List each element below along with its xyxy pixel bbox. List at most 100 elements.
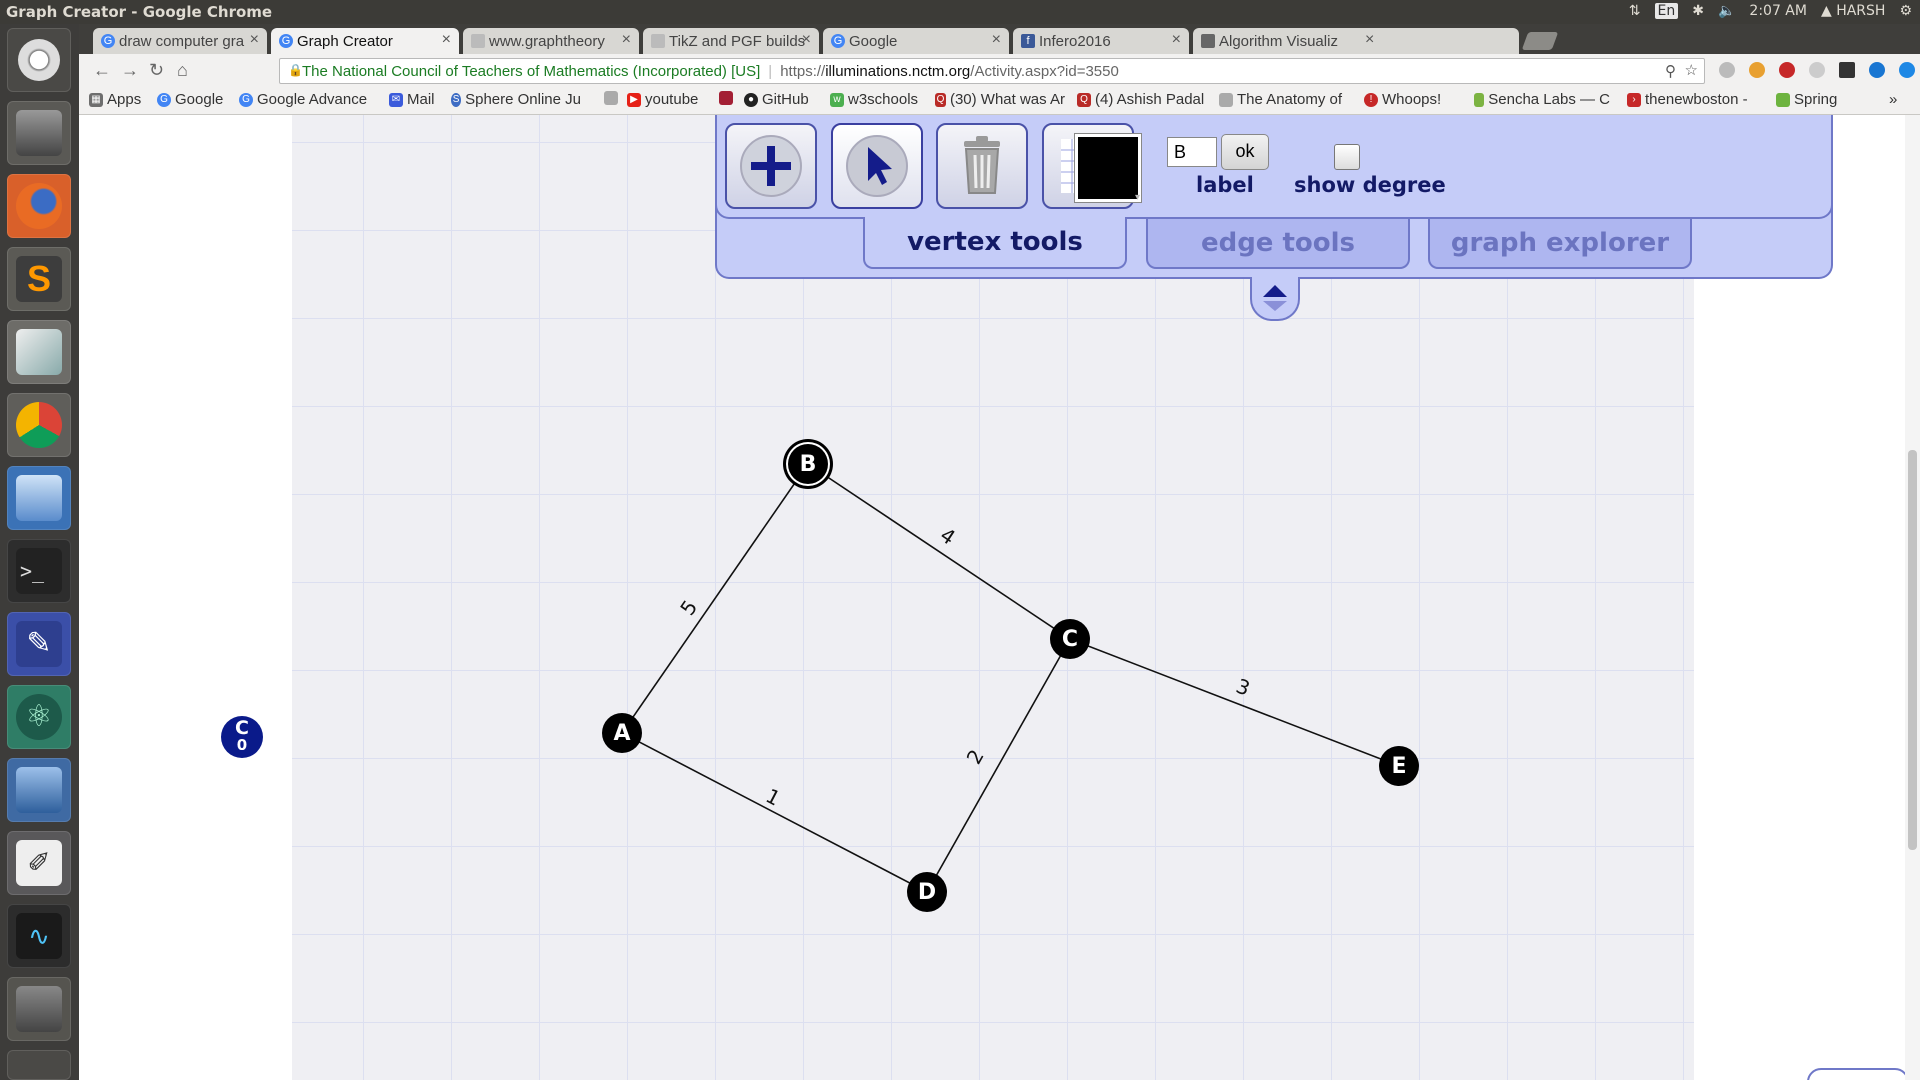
- reload-icon[interactable]: ↻: [149, 60, 165, 80]
- vertex-C[interactable]: C: [1050, 619, 1090, 659]
- close-tab-icon[interactable]: ×: [991, 31, 1001, 48]
- select-vertex-button[interactable]: [831, 123, 923, 209]
- edge-B-C[interactable]: [807, 463, 1071, 640]
- zoom-icon[interactable]: ⚲: [1665, 63, 1676, 80]
- tab-vertex-tools[interactable]: vertex tools: [863, 217, 1127, 269]
- settings-gear-icon[interactable]: ⚙: [1899, 3, 1912, 19]
- close-tab-icon[interactable]: ×: [621, 31, 631, 48]
- chrome-icon[interactable]: [7, 393, 71, 457]
- show-degree-checkbox[interactable]: [1334, 144, 1360, 170]
- bookmark-apps[interactable]: ▦Apps: [89, 91, 141, 108]
- close-tab-icon[interactable]: ×: [441, 31, 451, 48]
- tab-edge-tools[interactable]: edge tools: [1146, 219, 1410, 269]
- unity-launcher: S >_ ✎ ⚛ ✐ ∿: [0, 24, 79, 1080]
- terminal-icon[interactable]: >_: [7, 539, 71, 603]
- tab-graph-explorer[interactable]: graph explorer: [1428, 219, 1692, 269]
- bookmark-sencha[interactable]: Sencha Labs — C: [1474, 91, 1610, 108]
- vertex-label-input[interactable]: B: [1167, 137, 1217, 167]
- bookmark-ocw[interactable]: [719, 91, 737, 105]
- home-icon[interactable]: ⌂: [177, 60, 188, 80]
- bookmark-mail[interactable]: ✉Mail: [389, 91, 435, 108]
- adblock-icon[interactable]: [1779, 62, 1795, 78]
- new-tab-button[interactable]: [1521, 32, 1559, 50]
- add-vertex-button[interactable]: [725, 123, 817, 209]
- edge-A-B[interactable]: [621, 463, 809, 734]
- scrollbar-thumb[interactable]: [1908, 450, 1917, 850]
- bookmark-quora-1[interactable]: Q(30) What was Ar: [935, 91, 1065, 108]
- edge-C-D[interactable]: [926, 638, 1071, 893]
- extension-icon[interactable]: [1869, 62, 1885, 78]
- tab-graphtheory[interactable]: www.graphtheory ×: [463, 28, 639, 54]
- delete-vertex-button[interactable]: [936, 123, 1028, 209]
- bluetooth-icon[interactable]: ✱: [1692, 3, 1704, 19]
- text-editor-icon[interactable]: ✐: [7, 831, 71, 895]
- dash-home-icon[interactable]: [7, 28, 71, 92]
- back-arrow-icon[interactable]: ←: [93, 60, 111, 80]
- bookmark-star-icon[interactable]: ☆: [1684, 62, 1698, 79]
- close-tab-icon[interactable]: ×: [801, 31, 811, 48]
- system-monitor-icon[interactable]: ∿: [7, 904, 71, 968]
- collapse-panel-button[interactable]: [1250, 277, 1300, 321]
- bookmarks-overflow-icon[interactable]: »: [1889, 91, 1898, 108]
- close-tab-icon[interactable]: ×: [1171, 31, 1181, 48]
- bookmark-label: Spring: [1794, 91, 1838, 108]
- edge-A-D[interactable]: [621, 732, 928, 893]
- inkscape-icon[interactable]: ✎: [7, 612, 71, 676]
- atom-icon[interactable]: ⚛: [7, 685, 71, 749]
- bookmark-youtube[interactable]: ▶youtube: [627, 91, 698, 108]
- tab-algorithm-visualizations[interactable]: Algorithm Visualiz ×: [1193, 28, 1519, 54]
- volume-icon[interactable]: 🔈: [1717, 3, 1736, 19]
- system-tray: ⇅ En ✱ 🔈 2:07 AM ▲ HARSH ⚙: [1629, 3, 1912, 19]
- keyboard-language[interactable]: En: [1654, 3, 1679, 19]
- vertex-E[interactable]: E: [1379, 746, 1419, 786]
- bookmark-anatomy[interactable]: The Anatomy of: [1219, 91, 1345, 108]
- page-scrollbar[interactable]: [1905, 115, 1920, 1080]
- bottom-panel-tab[interactable]: [1807, 1068, 1905, 1080]
- graph-canvas[interactable]: edge tools graph explorer vertex tools: [292, 115, 1905, 1080]
- calculator-icon[interactable]: [7, 977, 71, 1041]
- vertex-D[interactable]: D: [907, 872, 947, 912]
- vertex-color-picker[interactable]: ▾: [1075, 134, 1141, 203]
- label-ok-button[interactable]: ok: [1221, 134, 1269, 170]
- close-tab-icon[interactable]: ×: [1365, 31, 1375, 48]
- bookmark-quora-2[interactable]: Q(4) Ashish Padal: [1077, 91, 1205, 108]
- sync-icon[interactable]: ⇅: [1628, 3, 1641, 19]
- extension-icon[interactable]: [1809, 62, 1825, 78]
- bookmark-page[interactable]: [604, 91, 622, 105]
- trash-launcher-icon[interactable]: [7, 1050, 71, 1080]
- sublime-text-icon[interactable]: S: [7, 247, 71, 311]
- extension-icon[interactable]: [1719, 62, 1735, 78]
- extension-icon[interactable]: [1839, 62, 1855, 78]
- vertex-A[interactable]: A: [602, 713, 642, 753]
- clock[interactable]: 2:07 AM: [1749, 3, 1807, 19]
- remote-desktop-icon[interactable]: [7, 758, 71, 822]
- bookmark-label: Whoops!: [1382, 91, 1442, 108]
- close-tab-icon[interactable]: ×: [249, 31, 259, 48]
- page-icon: [604, 91, 618, 105]
- address-bar[interactable]: 🔒 The National Council of Teachers of Ma…: [279, 58, 1705, 84]
- tab-draw-computer-graphs[interactable]: G draw computer gra ×: [93, 28, 267, 54]
- firefox-icon[interactable]: [7, 174, 71, 238]
- bookmark-github[interactable]: ●GitHub: [744, 91, 809, 108]
- tab-tikz-pgf[interactable]: TikZ and PGF builds ×: [643, 28, 819, 54]
- bookmark-spring[interactable]: Spring: [1776, 91, 1837, 108]
- vertex-B[interactable]: B: [783, 439, 833, 489]
- texmaker-icon[interactable]: [7, 320, 71, 384]
- forward-arrow-icon[interactable]: →: [121, 60, 139, 80]
- user-menu[interactable]: ▲ HARSH: [1820, 3, 1886, 19]
- files-icon[interactable]: [7, 101, 71, 165]
- tab-graph-creator[interactable]: G Graph Creator ×: [271, 28, 459, 54]
- tab-google[interactable]: G Google ×: [823, 28, 1009, 54]
- extension-icon[interactable]: [1899, 62, 1915, 78]
- bookmark-thenewboston[interactable]: ›thenewboston -: [1627, 91, 1757, 108]
- bookmark-whoops[interactable]: !Whoops!: [1364, 91, 1441, 108]
- image-viewer-icon[interactable]: [7, 466, 71, 530]
- extension-cookie-icon[interactable]: [1749, 62, 1765, 78]
- tab-infero2016[interactable]: f Infero2016 ×: [1013, 28, 1189, 54]
- edge-C-E[interactable]: [1069, 638, 1400, 767]
